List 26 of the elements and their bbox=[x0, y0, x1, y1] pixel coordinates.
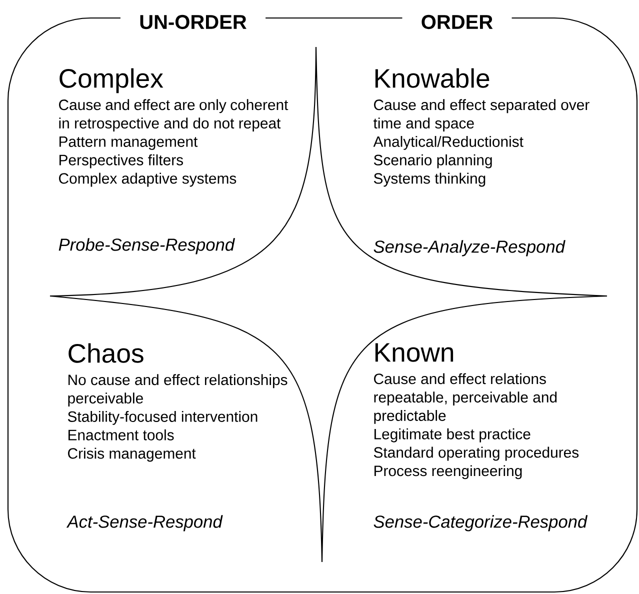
list-item: Legitimate best practice bbox=[374, 428, 530, 442]
list-item: Systems thinking bbox=[374, 172, 486, 187]
list-item: Pattern management bbox=[60, 136, 198, 150]
list-item: Perspectives filters bbox=[60, 154, 184, 168]
method-text: Act-Sense-Respond bbox=[66, 515, 223, 532]
quadrant-title: Chaos bbox=[68, 343, 144, 363]
list-item: Cause and effect are only coherent in retrospective and do not repeat bbox=[59, 99, 288, 132]
quadrant-title: Known bbox=[375, 343, 454, 362]
section-heading: ORDER bbox=[402, 12, 512, 32]
list-item: Enactment tools bbox=[68, 429, 174, 440]
quadrant-title: Complex bbox=[60, 68, 164, 94]
list-item: Cause and effect relations repeatable, perceivable and predictable bbox=[374, 373, 557, 424]
method-text: Sense-Analyze-Respond bbox=[374, 240, 566, 256]
method-text: Probe-Sense-Respond bbox=[58, 238, 236, 254]
list-item: Standard operating procedures bbox=[374, 446, 579, 461]
quadrant-title: Knowable bbox=[375, 68, 490, 88]
list-item: Crisis management bbox=[68, 448, 196, 462]
list-item: Complex adaptive systems bbox=[59, 172, 236, 187]
list-item: Analytical/Reductionist bbox=[373, 136, 524, 150]
list-item: Stability-focused intervention bbox=[68, 410, 258, 425]
method-text: Sense-Categorize-Respond bbox=[374, 515, 588, 532]
list-item: Cause and effect separated over time and space bbox=[374, 99, 590, 132]
list-item: Process reengineering bbox=[374, 465, 522, 480]
list-item: No cause and effect relationships perceivable bbox=[68, 374, 288, 406]
list-item: Scenario planning bbox=[374, 154, 492, 168]
section-heading: UN-ORDER bbox=[120, 12, 266, 32]
